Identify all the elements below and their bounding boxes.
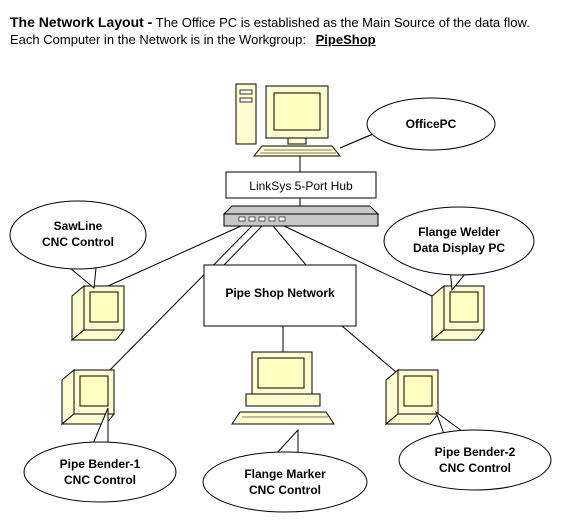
network-label: Pipe Shop Network	[225, 286, 335, 300]
connection-lines	[107, 155, 433, 373]
callout-sawline: SawLine CNC Control	[9, 200, 147, 289]
flange-welder-monitor-icon	[431, 285, 485, 341]
hub-icon	[222, 205, 380, 227]
header-title: The Network Layout -	[10, 14, 153, 30]
hub-label-box	[225, 171, 377, 199]
header: The Network Layout - The Office PC is es…	[10, 14, 558, 48]
marker-label-1: Flange Marker	[244, 467, 326, 481]
flange-welder-label-1: Flange Welder	[418, 225, 500, 239]
marker-label-2: CNC Control	[249, 483, 321, 497]
workgroup-name: PipeShop	[315, 32, 376, 47]
callout-flange-welder: Flange Welder Data Display PC	[383, 206, 535, 292]
hub-label: LinkSys 5-Port Hub	[249, 179, 353, 193]
bender1-label-2: CNC Control	[64, 473, 136, 487]
office-pc-icon	[235, 83, 341, 157]
callout-bender2: Pipe Bender-2 CNC Control	[398, 410, 552, 491]
bender2-monitor-icon	[385, 369, 439, 425]
header-description: The Office PC is established as the Main…	[10, 15, 530, 47]
bender1-label-1: Pipe Bender-1	[60, 457, 141, 471]
office-label: OfficePC	[406, 117, 457, 131]
flange-welder-label-2: Data Display PC	[413, 241, 505, 255]
bender2-label-1: Pipe Bender-2	[435, 445, 516, 459]
bender2-label-2: CNC Control	[439, 461, 511, 475]
network-box	[203, 264, 357, 327]
callout-marker: Flange Marker CNC Control	[202, 428, 368, 513]
sawline-label-2: CNC Control	[42, 235, 114, 249]
sawline-label-1: SawLine	[54, 219, 103, 233]
sawline-monitor-icon	[71, 285, 125, 341]
marker-pc-icon	[231, 351, 335, 425]
callout-bender1: Pipe Bender-1 CNC Control	[23, 407, 177, 503]
callout-office: OfficePC	[339, 97, 496, 151]
